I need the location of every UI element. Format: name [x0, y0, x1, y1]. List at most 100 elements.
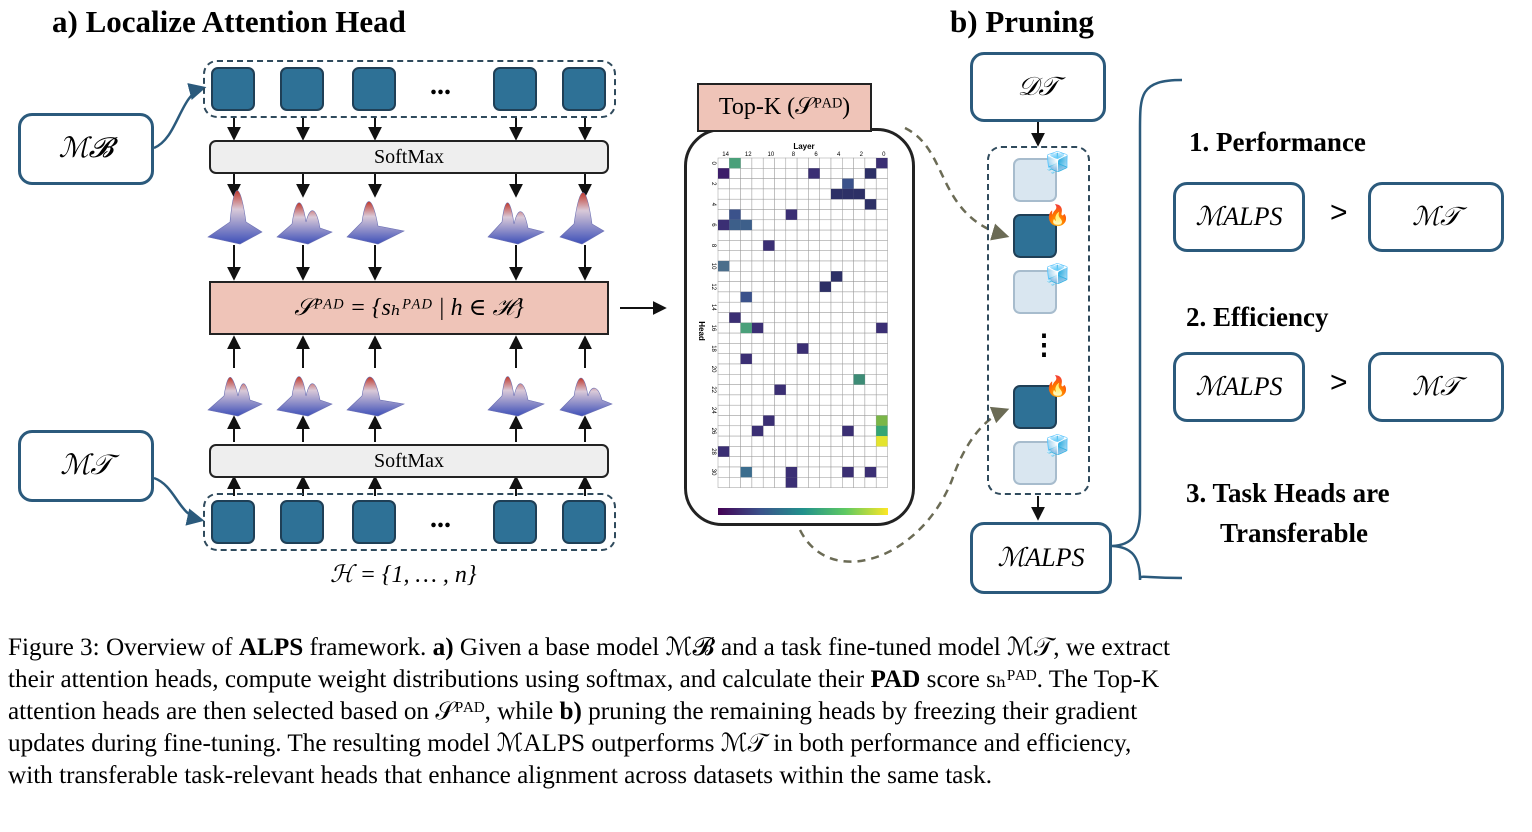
heatmap-cell: [796, 456, 809, 468]
heatmap-cell: [864, 456, 877, 468]
heatmap-cell: [740, 271, 753, 282]
heatmap-cell: [740, 198, 753, 210]
ellipsis: ...: [430, 70, 451, 101]
heatmap-cell: [729, 229, 741, 241]
attention-distributions: [207, 190, 613, 417]
heatmap-cell: [875, 374, 888, 385]
heatmap-highlight-cell: [853, 374, 865, 385]
heatmap-cell: [853, 343, 866, 354]
heatmap-cell: [729, 250, 741, 262]
heatmap-cell: [830, 466, 843, 478]
caption-text: attention heads are then selected based …: [8, 698, 560, 725]
heatmap-cell: [796, 260, 809, 272]
heatmap-cell: [796, 271, 809, 282]
criterion-transferable-line1: 3. Task Heads are: [1186, 478, 1390, 508]
heatmap-cell: [875, 477, 888, 488]
heatmap-cell: [875, 188, 888, 200]
alps-model-box-2: ℳALPS: [1173, 352, 1305, 422]
heatmap-cell: [830, 446, 843, 457]
heatmap-cell: [864, 363, 877, 375]
heatmap-cell: [853, 332, 866, 344]
heatmap-cell: [819, 466, 832, 478]
caption-bold: ALPS: [238, 634, 304, 661]
heatmap-cell: [853, 198, 866, 210]
heatmap-highlight-cell: [718, 261, 730, 272]
caption-line: updates during fine-tuning. The resultin…: [8, 730, 1132, 757]
heatmap-cell: [842, 384, 854, 396]
heatmap-cell: [785, 291, 798, 303]
heatmap-cell: [785, 425, 798, 437]
heatmap-cell: [774, 240, 787, 251]
heatmap-cell: [819, 477, 832, 488]
heatmap-cell: [875, 404, 888, 416]
alps-model-box: ℳALPS: [970, 522, 1112, 594]
heatmap-highlight-cell: [819, 281, 831, 292]
heatmap-cell: [819, 178, 832, 190]
task-model-box-2: ℳ𝒯: [1368, 352, 1504, 422]
heatmap-cell: [796, 168, 809, 179]
heatmap-highlight-cell: [808, 168, 820, 179]
heatmap-cell: [796, 250, 809, 262]
heatmap-cell: [875, 260, 888, 272]
heatmap-cell: [785, 260, 798, 272]
heatmap-cell: [808, 404, 820, 416]
heatmap-cell: [819, 168, 832, 179]
criterion-performance: 1. Performance: [1189, 127, 1366, 157]
heatmap-cell: [751, 363, 764, 375]
heatmap-cell: [762, 301, 775, 313]
heatmap-cell: [740, 384, 753, 396]
heatmap-cell: [864, 477, 877, 488]
heatmap-cell: [740, 435, 753, 447]
heatmap-cell: [740, 188, 753, 200]
heatmap-cell: [819, 435, 832, 447]
heatmap-cell: [875, 394, 888, 406]
section-b-title: b) Pruning: [950, 4, 1094, 39]
heatmap-cell: [751, 219, 764, 231]
heatmap-cell: [717, 312, 730, 324]
heatmap-cell: [864, 240, 877, 251]
heatmap-cell: [774, 374, 787, 385]
heatmap-highlight-cell: [785, 467, 798, 478]
heatmap-cell: [875, 332, 888, 344]
heatmap-y-title: Head: [697, 321, 706, 341]
heatmap-cell: [819, 271, 832, 282]
dataset-box: 𝒟𝒯: [970, 52, 1106, 122]
heatmap-cell: [740, 332, 753, 344]
heatmap-cell: [808, 477, 820, 488]
heatmap-cell: [875, 240, 888, 251]
heatmap-cell: [751, 178, 764, 190]
heatmap-cell: [819, 363, 832, 375]
heatmap-cell: [751, 240, 764, 251]
heatmap-cell: [864, 425, 877, 437]
caption-bold: PAD: [870, 666, 921, 693]
heatmap-cell: [875, 291, 888, 303]
heatmap-cell: [762, 198, 775, 210]
heatmap-cell: [819, 198, 832, 210]
heatmap-cell: [853, 301, 866, 313]
heatmap-y-tick: 26: [710, 428, 716, 435]
heatmap-cell: [819, 250, 832, 262]
heatmap-cell: [774, 353, 787, 365]
heatmap-cell: [774, 404, 787, 416]
heatmap-to-active-head-2: [798, 406, 1010, 563]
heatmap-cell: [819, 229, 832, 241]
heatmap-cell: [785, 229, 798, 241]
heatmap-cell: [830, 477, 843, 488]
criterion-transferable-line2: Transferable: [1220, 518, 1368, 548]
heatmap-cell: [740, 178, 753, 190]
heatmap-cell: [842, 240, 854, 251]
heatmap-cell: [853, 477, 866, 488]
heatmap-cell: [842, 198, 854, 210]
heatmap-cell: [796, 466, 809, 478]
base-head-square: [493, 67, 537, 111]
heatmap-cell: [853, 435, 866, 447]
heatmap-x-tick: 8: [792, 152, 796, 158]
heatmap-cell: [717, 353, 730, 365]
heatmap-cell: [774, 291, 787, 303]
heatmap-y-tick: 24: [710, 407, 716, 414]
heatmap-cell: [842, 343, 854, 354]
heatmap-cell: [864, 322, 877, 334]
heatmap-cell: [808, 291, 820, 303]
heatmap-cell: [808, 353, 820, 365]
heatmap-cell: [808, 384, 820, 396]
